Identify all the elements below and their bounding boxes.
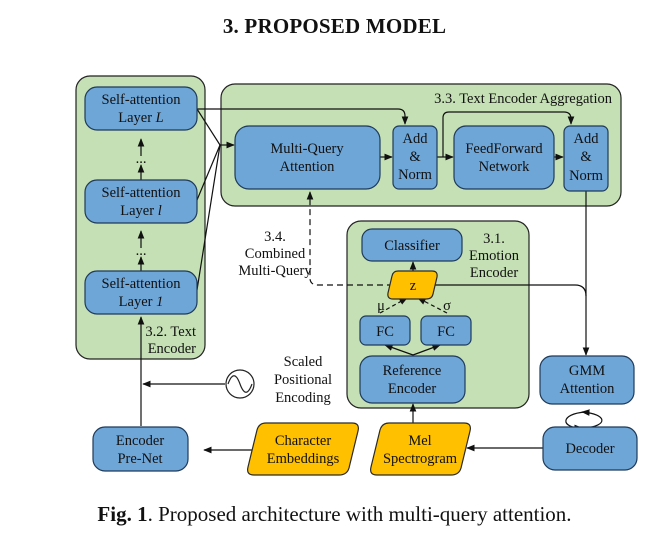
self-attention-l-index: l	[158, 203, 162, 219]
char-emb-line1: Character	[275, 433, 332, 449]
ffn-line1: FeedForward	[465, 141, 543, 157]
figure-label: Fig. 1	[97, 502, 148, 526]
gmm-line2: Attention	[560, 381, 616, 397]
mel-line2: Spectrogram	[383, 451, 458, 467]
self-attention-L-line1: Self-attention	[102, 92, 182, 108]
fc-sigma-block: FC	[420, 315, 472, 346]
prenet-line2: Pre-Net	[117, 451, 162, 467]
aggregation-label: 3.3. Text Encoder Aggregation	[434, 91, 613, 107]
self-attention-l-line1: Self-attention	[102, 185, 182, 201]
positional-encoding-line1: Scaled	[284, 354, 323, 370]
positional-encoding-line2: Positional	[274, 372, 332, 388]
figure-caption: Fig. 1. Proposed architecture with multi…	[0, 502, 669, 527]
svg-text:Layer L: Layer L	[118, 110, 164, 126]
self-attention-l-line2: Layer	[120, 203, 157, 219]
sigma-label: σ	[443, 298, 451, 314]
fc-mu-block: FC	[359, 315, 411, 346]
section-heading: 3. PROPOSED MODEL	[222, 14, 447, 38]
self-attention-layer-L-block: Self-attention Layer L	[84, 86, 198, 131]
add-norm-1-line1: Add	[403, 131, 429, 147]
ffn-line2: Network	[479, 159, 530, 175]
emotion-encoder-label-2: Emotion	[469, 248, 520, 264]
add-norm-2-line2: &	[580, 149, 592, 165]
mqa-line1: Multi-Query	[270, 141, 344, 157]
classifier-label: Classifier	[384, 238, 440, 254]
reference-encoder-block: Reference Encoder	[359, 355, 466, 404]
decoder-label: Decoder	[565, 441, 614, 457]
self-attention-1-index: 1	[156, 294, 163, 310]
add-norm-1-block: Add & Norm	[392, 125, 438, 190]
self-attention-layer-l-block: Self-attention Layer l	[84, 179, 198, 224]
add-norm-1-line2: &	[409, 149, 421, 165]
svg-text:Layer 1: Layer 1	[119, 294, 164, 310]
sine-wave-icon	[225, 369, 255, 399]
gmm-line1: GMM	[569, 363, 605, 379]
self-attention-L-index: L	[155, 110, 164, 126]
decoder-block: Decoder	[542, 426, 638, 471]
ref-encoder-line1: Reference	[383, 363, 442, 379]
mel-line1: Mel	[408, 433, 431, 449]
z-latent-block: z	[387, 270, 438, 300]
add-norm-2-line1: Add	[574, 131, 600, 147]
prenet-line1: Encoder	[116, 433, 164, 449]
text-encoder-label-1: 3.2. Text	[145, 324, 196, 340]
fc-mu-label: FC	[376, 324, 394, 340]
multi-query-attention-block: Multi-Query Attention	[234, 125, 381, 190]
encoder-prenet-block: Encoder Pre-Net	[92, 426, 189, 472]
add-norm-2-block: Add & Norm	[563, 125, 609, 192]
combined-mq-label-3: Multi-Query	[238, 263, 312, 279]
ellipsis-lower: ...	[136, 243, 147, 259]
add-norm-1-line3: Norm	[398, 167, 433, 183]
emotion-encoder-label-3: Encoder	[470, 265, 518, 281]
fc-sigma-label: FC	[437, 324, 455, 340]
self-attention-L-line2: Layer	[118, 110, 155, 126]
classifier-block: Classifier	[361, 228, 463, 262]
self-attention-1-line2: Layer	[119, 294, 156, 310]
ref-encoder-line2: Encoder	[388, 381, 436, 397]
mqa-line2: Attention	[280, 159, 336, 175]
figure-caption-text: . Proposed architecture with multi-query…	[147, 502, 572, 526]
mu-label: μ	[377, 298, 385, 314]
character-embeddings-input: Character Embeddings	[247, 422, 359, 476]
gmm-attention-block: GMM Attention	[539, 355, 635, 405]
char-emb-line2: Embeddings	[267, 451, 340, 467]
emotion-encoder-label-1: 3.1.	[483, 231, 505, 247]
combined-mq-label-1: 3.4.	[264, 229, 286, 245]
ellipsis-upper: ...	[136, 151, 147, 167]
feedforward-network-block: FeedForward Network	[453, 125, 555, 190]
combined-mq-label-2: Combined	[245, 246, 306, 262]
self-attention-1-line1: Self-attention	[102, 276, 182, 292]
svg-text:Layer l: Layer l	[120, 203, 161, 219]
text-encoder-label-2: Encoder	[148, 341, 196, 357]
mel-spectrogram-input: Mel Spectrogram	[370, 422, 471, 476]
z-label: z	[410, 278, 417, 294]
self-attention-layer-1-block: Self-attention Layer 1	[84, 270, 198, 315]
positional-encoding-line3: Encoding	[275, 390, 331, 406]
add-norm-2-line3: Norm	[569, 168, 604, 184]
